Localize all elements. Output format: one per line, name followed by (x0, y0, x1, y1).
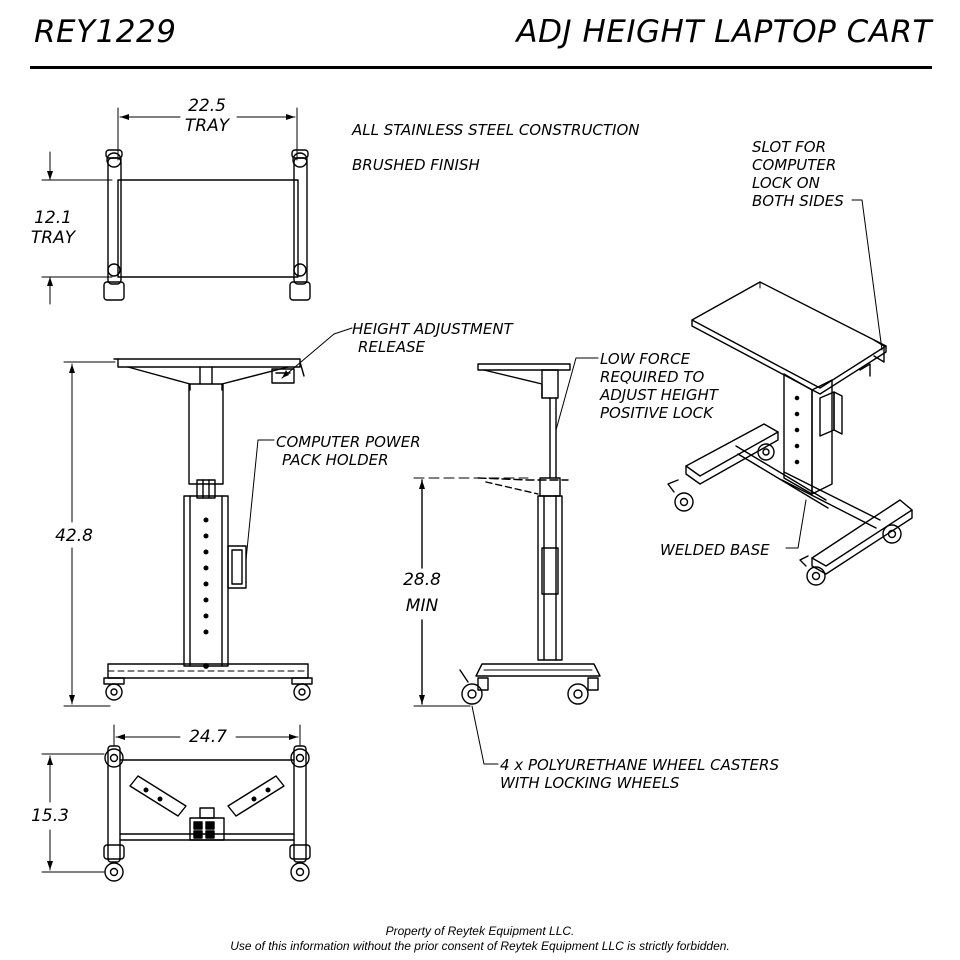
material-note: ALL STAINLESS STEEL CONSTRUCTION (352, 121, 640, 139)
casters-note: 4 x POLYURETHANE WHEEL CASTERS WITH LOCK… (500, 756, 779, 792)
footer-property: Property of Reytek Equipment LLC. (385, 924, 575, 938)
top-view (42, 108, 310, 304)
footer-disclaimer: Use of this information without the prio… (230, 939, 730, 953)
title-rule (30, 66, 932, 69)
base-view (42, 725, 310, 881)
welded-base-note: WELDED BASE (660, 541, 770, 559)
leader-lines (246, 200, 882, 764)
side-view (414, 364, 600, 706)
iso-view (668, 282, 912, 585)
base-depth-dim: 15.3 (31, 806, 69, 826)
power-pack-note: COMPUTER POWER PACK HOLDER (276, 433, 421, 469)
tray-width-dim: 22.5 TRAY (184, 96, 230, 136)
model-code: REY1229 (34, 14, 177, 50)
low-force-note: LOW FORCE REQUIRED TO ADJUST HEIGHT POSI… (600, 350, 718, 422)
base-width-dim: 24.7 (189, 727, 227, 747)
finish-note: BRUSHED FINISH (352, 156, 480, 174)
height-release-note: HEIGHT ADJUSTMENT RELEASE (352, 320, 513, 356)
slot-lock-note: SLOT FOR COMPUTER LOCK ON BOTH SIDES (752, 138, 844, 210)
front-view (64, 359, 312, 706)
drawing-title: ADJ HEIGHT LAPTOP CART (516, 14, 932, 50)
tray-depth-dim: 12.1 TRAY (30, 208, 76, 248)
min-height-dim: 28.8 MIN (403, 570, 441, 616)
max-height-dim: 42.8 (55, 526, 93, 546)
